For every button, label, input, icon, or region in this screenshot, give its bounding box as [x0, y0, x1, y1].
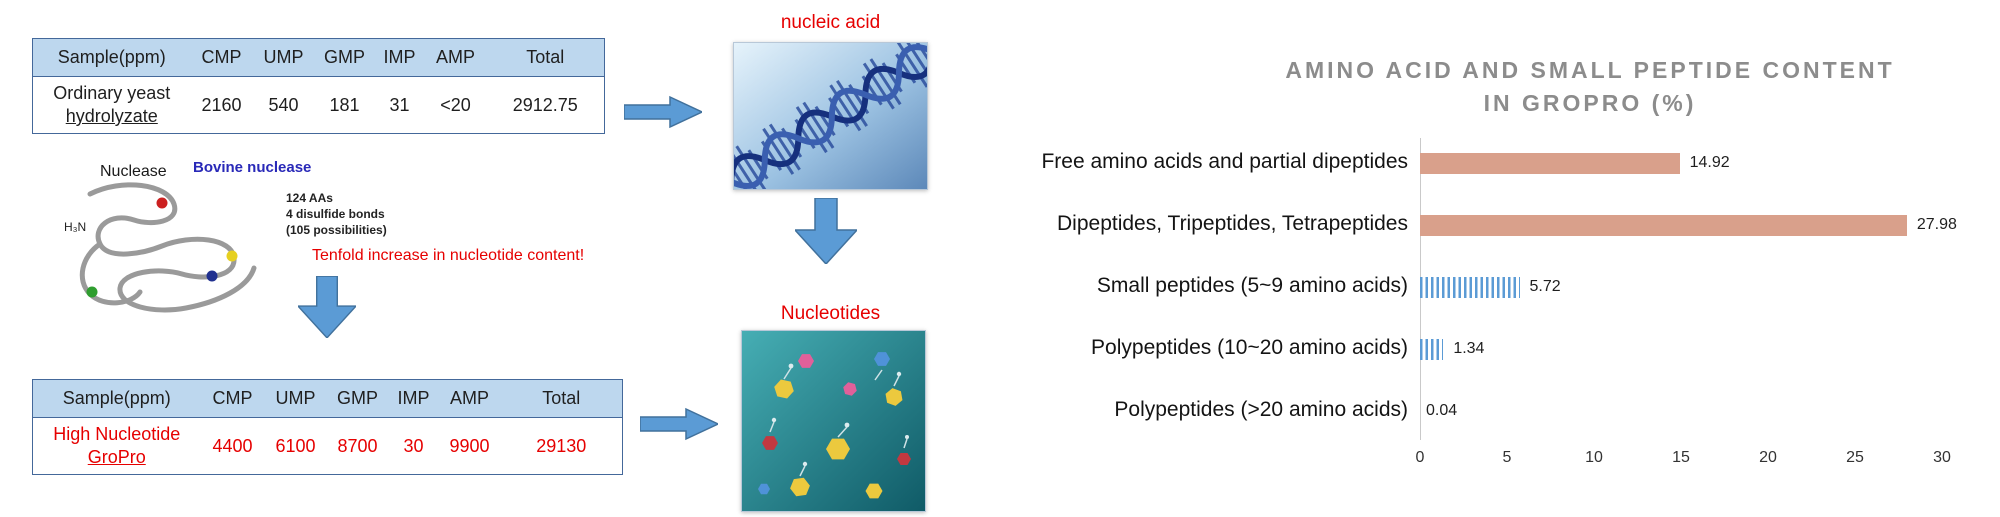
nuclease-detail-2: 4 disulfide bonds [286, 207, 385, 221]
disulfide-bead-red [156, 197, 168, 209]
category-label: Small peptides (5~9 amino acids) [1096, 274, 1408, 297]
cell-ump: 6100 [275, 435, 316, 456]
col-sample-ppm: Sample(ppm) [32, 38, 191, 77]
cell-total: 29130 [536, 435, 587, 456]
cell-cmp: 2160 [201, 94, 242, 115]
col-sample-ppm: Sample(ppm) [32, 379, 201, 418]
protein-structure-icon: H₃N [64, 182, 257, 313]
cell-ump: 540 [268, 94, 299, 115]
table-header-row: Sample(ppm) CMP UMP GMP IMP AMP Total [32, 379, 623, 418]
teal-background [742, 331, 925, 511]
x-tick-label: 10 [1585, 449, 1603, 466]
col-cmp: CMP [190, 38, 253, 77]
table-row-gropro: High Nucleotide GroPro 4400 6100 8700 30… [33, 418, 623, 475]
dna-helix-group [734, 43, 927, 189]
cell-imp: 31 [389, 94, 410, 115]
cell-imp: 30 [403, 435, 424, 456]
bar [1420, 277, 1520, 298]
bar [1420, 339, 1444, 360]
arrow-down-icon [298, 276, 356, 338]
disulfide-bead-green [86, 286, 98, 298]
x-tick-label: 0 [1415, 449, 1425, 466]
protein-chain [87, 182, 257, 313]
col-cmp: CMP [200, 379, 265, 418]
x-tick-label: 20 [1759, 449, 1777, 466]
n-terminus-label: H₃N [64, 220, 86, 234]
row-label: High Nucleotide GroPro [33, 418, 201, 475]
cell-amp: 9900 [449, 435, 490, 456]
col-gmp: GMP [314, 38, 375, 77]
dna-rungs [734, 43, 927, 189]
dna-image [733, 42, 928, 190]
dna-helix-icon [734, 43, 927, 189]
table-ordinary-yeast: Sample(ppm) CMP UMP GMP IMP AMP Total Or… [32, 38, 605, 134]
value-label: 1.34 [1453, 340, 1485, 357]
row-label-line2: hydrolyzate [65, 106, 158, 126]
bar [1420, 215, 1907, 236]
table-header-row: Sample(ppm) CMP UMP GMP IMP AMP Total [32, 38, 605, 77]
col-gmp: GMP [326, 379, 389, 418]
dna-strand-2 [734, 44, 927, 189]
col-imp: IMP [374, 38, 425, 77]
category-label: Polypeptides (10~20 amino acids) [1091, 336, 1408, 359]
x-tick-label: 15 [1672, 449, 1690, 466]
x-tick-label: 5 [1502, 449, 1512, 466]
row-label-line1: High Nucleotide [53, 424, 181, 444]
bovine-nuclease-title: Bovine nuclease [193, 159, 312, 176]
category-label: Polypeptides (>20 amino acids) [1114, 398, 1408, 421]
disulfide-bead-blue [206, 270, 218, 282]
cell-gmp: 181 [329, 94, 360, 115]
arrow-right-icon [640, 407, 718, 441]
chart-title-line2: IN GROPRO (%) [1483, 90, 1697, 116]
nuclease-detail-1: 124 AAs [286, 191, 333, 205]
nuclease-detail-3: (105 possibilities) [286, 223, 387, 237]
nucleotides-label: Nucleotides [780, 303, 881, 324]
col-ump: UMP [252, 38, 315, 77]
nuclease-label: Nuclease [100, 163, 167, 180]
table-high-nucleotide-gropro: Sample(ppm) CMP UMP GMP IMP AMP Total Hi… [32, 379, 623, 475]
row-label-line2: GroPro [87, 447, 146, 467]
cell-cmp: 4400 [212, 435, 253, 456]
arrow-right-icon [624, 95, 702, 129]
col-imp: IMP [388, 379, 439, 418]
cell-amp: <20 [440, 94, 471, 115]
table-row-ordinary-yeast: Ordinary yeast hydrolyzate 2160 540 181 … [33, 77, 605, 134]
value-label: 5.72 [1529, 278, 1561, 295]
bar-chart: AMINO ACID AND SMALL PEPTIDE CONTENT IN … [920, 0, 2000, 517]
cell-total: 2912.75 [512, 94, 578, 115]
value-label: 14.92 [1689, 154, 1730, 171]
col-total: Total [486, 38, 605, 77]
disulfide-bead-yellow [226, 250, 238, 262]
row-label: Ordinary yeast hydrolyzate [33, 77, 191, 134]
cell-gmp: 8700 [337, 435, 378, 456]
nucleotides-image [741, 330, 926, 512]
nucleic-acid-label: nucleic acid [780, 12, 881, 33]
highlight-text: Tenfold increase in nucleotide content! [312, 247, 585, 264]
nucleotide-molecules-icon [742, 331, 925, 511]
category-label: Free amino acids and partial dipeptides [1041, 150, 1408, 173]
molecule-bonds [769, 367, 908, 477]
col-ump: UMP [264, 379, 327, 418]
arrow-down-icon [795, 198, 857, 264]
value-label: 0.04 [1426, 402, 1458, 419]
category-label: Dipeptides, Tripeptides, Tetrapeptides [1057, 212, 1408, 235]
x-tick-label: 25 [1846, 449, 1864, 466]
row-label-line1: Ordinary yeast [53, 83, 171, 103]
bar [1420, 153, 1680, 174]
x-tick-label: 30 [1933, 449, 1951, 466]
chart-title-line1: AMINO ACID AND SMALL PEPTIDE CONTENT [1285, 57, 1895, 83]
col-total: Total [500, 379, 623, 418]
col-amp: AMP [424, 38, 487, 77]
nuclease-details: 124 AAs 4 disulfide bonds (105 possibili… [286, 190, 387, 238]
value-label: 27.98 [1916, 216, 1957, 233]
col-amp: AMP [438, 379, 501, 418]
